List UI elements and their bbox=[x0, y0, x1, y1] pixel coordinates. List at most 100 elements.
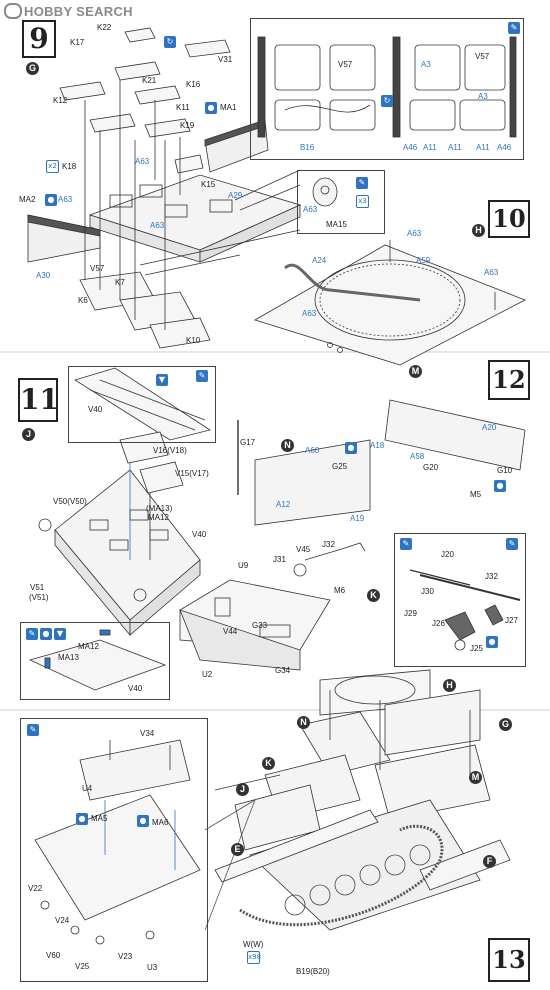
inset-part-ma12: MA12 bbox=[78, 642, 99, 651]
part-v45: V45 bbox=[296, 545, 311, 554]
step12-weapon-inset bbox=[394, 533, 526, 667]
step11-bottom-inset-art bbox=[28, 629, 167, 691]
inset-part-ma13: MA13 bbox=[58, 653, 79, 662]
step13-inset bbox=[20, 718, 208, 982]
paint-icon: ✎ bbox=[356, 177, 368, 189]
step-12-sub-k: K bbox=[367, 589, 380, 602]
part-a30: A30 bbox=[36, 271, 51, 280]
quantity-x3-icon: x3 bbox=[356, 195, 369, 208]
part-a18: A18 bbox=[370, 441, 385, 450]
part-w: W(W) bbox=[243, 940, 264, 949]
step-13-sub-m: M bbox=[469, 771, 482, 784]
step9-hatch-inset bbox=[250, 18, 524, 160]
part-a12: A12 bbox=[276, 500, 291, 509]
hobby-search-logo-icon bbox=[4, 3, 22, 19]
step-13-sub-j: J bbox=[236, 783, 249, 796]
rotate-icon: ↻ bbox=[164, 36, 176, 48]
inset-part-b16: B16 bbox=[300, 143, 315, 152]
part-k17: K17 bbox=[70, 38, 85, 47]
part-u2: U2 bbox=[202, 670, 213, 679]
part-j32: J32 bbox=[322, 540, 335, 549]
inset-part-a11-2: A11 bbox=[448, 143, 462, 152]
paint-icon: ✎ bbox=[196, 370, 208, 382]
step9-deck bbox=[27, 27, 302, 349]
part-v57: V57 bbox=[90, 264, 105, 273]
part-k19: K19 bbox=[180, 121, 195, 130]
part-k21: K21 bbox=[142, 76, 157, 85]
part-j26: J26 bbox=[432, 619, 445, 628]
part-a63-step10-3: A63 bbox=[302, 309, 317, 318]
part-a58: A58 bbox=[410, 452, 425, 461]
part-u3: U3 bbox=[147, 963, 158, 972]
drill-icon: ● bbox=[345, 442, 357, 454]
part-v25: V25 bbox=[75, 962, 90, 971]
step10-plate bbox=[254, 240, 526, 366]
step12-weapon-art bbox=[409, 569, 521, 651]
part-v60: V60 bbox=[46, 951, 61, 960]
part-ma12: MA12 bbox=[148, 513, 169, 522]
inset-part-v57-2: V57 bbox=[475, 52, 490, 61]
step12-sides bbox=[179, 399, 526, 671]
part-m5: M5 bbox=[470, 490, 482, 499]
glue-icon: ● bbox=[40, 628, 52, 640]
part-a63-2: A63 bbox=[58, 195, 73, 204]
step9-inset-art bbox=[257, 36, 517, 138]
inset-part-a11-3: A11 bbox=[476, 143, 490, 152]
part-u9: U9 bbox=[238, 561, 249, 570]
part-ma2: MA2 bbox=[19, 195, 36, 204]
cut-icon: ▼ bbox=[156, 374, 168, 386]
inset-part-a3-2: A3 bbox=[478, 92, 488, 101]
step9-small-inset bbox=[297, 170, 385, 234]
part-g17: G17 bbox=[240, 438, 256, 447]
inset-part-a11-1: A11 bbox=[423, 143, 437, 152]
drill-icon: ● bbox=[494, 480, 506, 492]
part-a20: A20 bbox=[482, 423, 497, 432]
step-13-sub-f: F bbox=[483, 855, 496, 868]
paint-icon: ✎ bbox=[26, 628, 38, 640]
part-v15: V15(V17) bbox=[175, 469, 209, 478]
step-12-sub-m: M bbox=[409, 365, 422, 378]
part-v34: V34 bbox=[140, 729, 155, 738]
part-v44: V44 bbox=[223, 627, 238, 636]
inset-part-a46-2: A46 bbox=[497, 143, 512, 152]
part-a63-step10-1: A63 bbox=[407, 229, 422, 238]
part-v50: V50(V50) bbox=[53, 497, 87, 506]
part-ma13-paren: (MA13) bbox=[146, 504, 173, 513]
step11-inset-art bbox=[74, 367, 211, 441]
part-a24: A24 bbox=[312, 256, 327, 265]
step13-inset-art bbox=[34, 739, 201, 945]
paint-icon: ✎ bbox=[506, 538, 518, 550]
part-v31: V31 bbox=[218, 55, 233, 64]
part-k18: K18 bbox=[62, 162, 77, 171]
inset-part-v40: V40 bbox=[128, 684, 143, 693]
part-j29: J29 bbox=[404, 609, 417, 618]
part-a59: A59 bbox=[416, 256, 431, 265]
step-13-sub-e: E bbox=[231, 843, 244, 856]
part-v22: V22 bbox=[28, 884, 43, 893]
step-12-number: 12 bbox=[488, 360, 530, 400]
part-g25: G25 bbox=[332, 462, 348, 471]
part-a29: A29 bbox=[228, 191, 243, 200]
part-ma6: MA6 bbox=[152, 818, 169, 827]
step-11-sub-letter: J bbox=[22, 428, 35, 441]
step-13-sub-h: H bbox=[443, 679, 456, 692]
part-k6: K6 bbox=[78, 296, 88, 305]
part-a63-3: A63 bbox=[150, 221, 165, 230]
paint-icon: ✎ bbox=[508, 22, 520, 34]
step-9-number: 9 bbox=[22, 20, 56, 58]
part-a63-1: A63 bbox=[135, 157, 150, 166]
part-a60: A60 bbox=[305, 446, 320, 455]
glue-icon: ● bbox=[45, 194, 57, 206]
part-j32-inset: J32 bbox=[485, 572, 498, 581]
part-g10: G10 bbox=[497, 466, 513, 475]
part-g20: G20 bbox=[423, 463, 439, 472]
part-k15: K15 bbox=[201, 180, 216, 189]
step-11-number: 11 bbox=[18, 378, 59, 422]
part-ma15: MA15 bbox=[326, 220, 347, 229]
part-v40: V40 bbox=[192, 530, 207, 539]
step11-main-part bbox=[38, 431, 201, 637]
step-13-sub-g: G bbox=[499, 718, 512, 731]
step13-hull bbox=[214, 669, 511, 931]
cut-icon: ▼ bbox=[54, 628, 66, 640]
